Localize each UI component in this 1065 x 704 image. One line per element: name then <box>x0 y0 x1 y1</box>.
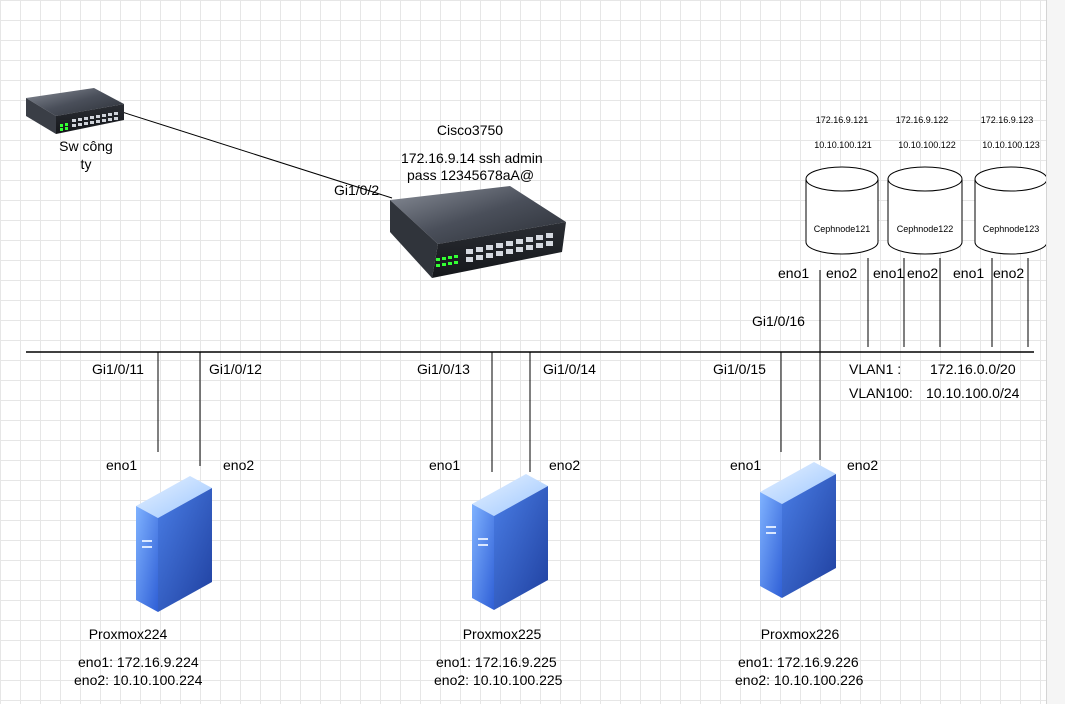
proxmox226-name: Proxmox226 <box>760 626 840 642</box>
ceph123-if2: eno2 <box>993 265 1025 281</box>
cisco-info-line1: 172.16.9.14 ssh admin <box>401 150 543 166</box>
proxmox225-server-icon <box>472 474 548 610</box>
proxmox226-if2: eno2 <box>847 457 879 473</box>
proxmox225-port1: Gi1/0/13 <box>417 361 470 377</box>
proxmox225-addr2: eno2: 10.10.100.225 <box>434 672 563 688</box>
ceph121-name: Cephnode121 <box>813 224 871 234</box>
proxmox224-if2: eno2 <box>223 457 255 473</box>
ceph123-ip1: 172.16.9.123 <box>980 115 1034 125</box>
ceph123-name: Cephnode123 <box>982 224 1040 234</box>
proxmox225-name: Proxmox225 <box>462 626 542 642</box>
proxmox226-addr1: eno1: 172.16.9.226 <box>738 654 859 670</box>
ceph123-if1: eno1 <box>953 265 985 281</box>
ceph123-ip2: 10.10.100.123 <box>982 140 1040 150</box>
company-switch-icon <box>26 88 124 134</box>
proxmox225-addr1: eno1: 172.16.9.225 <box>436 654 557 670</box>
proxmox225-port2: Gi1/0/14 <box>543 361 596 377</box>
company-switch-label-2: ty <box>80 156 92 172</box>
cisco-uplink-port: Gi1/0/2 <box>334 182 380 198</box>
ceph122-if1: eno1 <box>873 265 905 281</box>
proxmox226-addr2: eno2: 10.10.100.226 <box>735 672 864 688</box>
canvas-outside-area <box>1047 0 1065 704</box>
ceph-node-123-cylinder <box>974 166 1048 255</box>
ceph-node-121-cylinder <box>805 166 879 255</box>
proxmox225-if1: eno1 <box>429 457 461 473</box>
proxmox224-if1: eno1 <box>106 457 138 473</box>
ceph121-ip1: 172.16.9.121 <box>815 115 869 125</box>
proxmox225-if2: eno2 <box>549 457 581 473</box>
vlan100-name: VLAN100: <box>849 385 913 401</box>
ceph121-if1: eno1 <box>778 265 810 281</box>
canvas-page-edge <box>1046 0 1047 704</box>
ceph121-if2: eno2 <box>826 265 858 281</box>
cisco-info-line2: pass 12345678aA@ <box>407 167 535 183</box>
proxmox224-server-icon <box>136 476 212 612</box>
proxmox224-port1: Gi1/0/11 <box>92 361 144 377</box>
proxmox224-addr2: eno2: 10.10.100.224 <box>74 672 203 688</box>
vlan1-subnet: 172.16.0.0/20 <box>930 361 1016 377</box>
cisco-switch-icon <box>390 186 566 278</box>
ceph122-ip2: 10.10.100.122 <box>898 140 956 150</box>
proxmox226-port1: Gi1/0/15 <box>713 361 766 377</box>
ceph121-ip2: 10.10.100.121 <box>814 140 872 150</box>
vlan100-subnet: 10.10.100.0/24 <box>926 385 1020 401</box>
ceph122-ip1: 172.16.9.122 <box>895 115 949 125</box>
ceph-node-122-cylinder <box>887 166 963 255</box>
proxmox224-name: Proxmox224 <box>88 626 168 642</box>
cisco-name: Cisco3750 <box>436 122 504 138</box>
proxmox226-if1: eno1 <box>730 457 762 473</box>
company-switch-label-1: Sw công <box>59 138 113 154</box>
ceph122-if2: eno2 <box>907 265 939 281</box>
ceph-switch-port: Gi1/0/16 <box>752 313 805 329</box>
uplink-cable <box>121 111 393 199</box>
ceph122-name: Cephnode122 <box>896 224 954 234</box>
proxmox224-addr1: eno1: 172.16.9.224 <box>78 654 199 670</box>
proxmox226-server-icon <box>760 462 836 598</box>
vlan1-name: VLAN1 : <box>849 361 902 377</box>
proxmox224-port2: Gi1/0/12 <box>209 361 262 377</box>
